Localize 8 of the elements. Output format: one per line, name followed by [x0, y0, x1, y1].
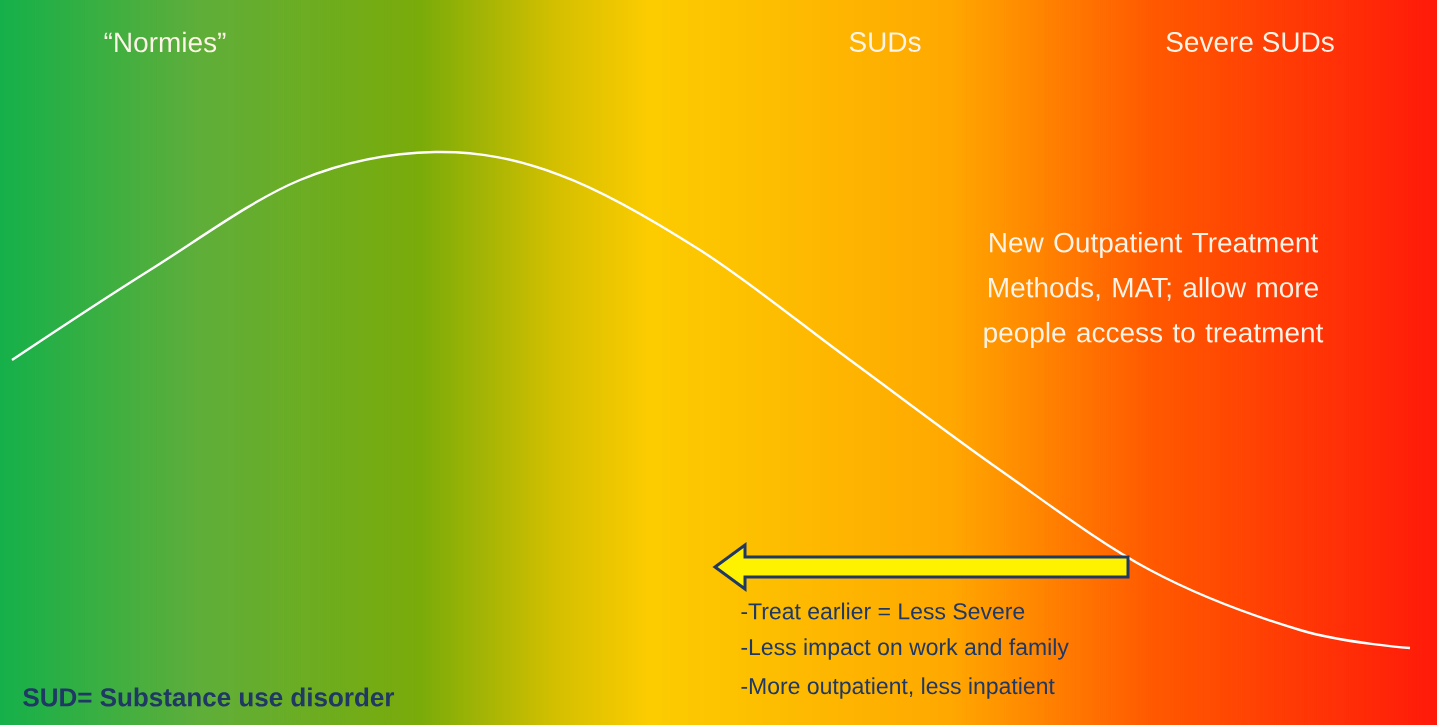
heading-text: “Normies”	[104, 31, 226, 53]
bullet-text: -Treat earlier = Less Severe	[741, 602, 1025, 620]
bullet-text: -Less impact on work and family	[741, 638, 1069, 660]
note-text: New Outpatient Treatment Methods, MAT; allow more people access to treatment	[984, 231, 1324, 349]
heading-text: Severe SUDs	[1166, 32, 1334, 52]
heading-text: SUDs	[849, 32, 921, 52]
bullet-text: -More outpatient, less inpatient	[741, 677, 1055, 699]
footnote-text: SUD= Substance use disorder	[23, 687, 395, 707]
